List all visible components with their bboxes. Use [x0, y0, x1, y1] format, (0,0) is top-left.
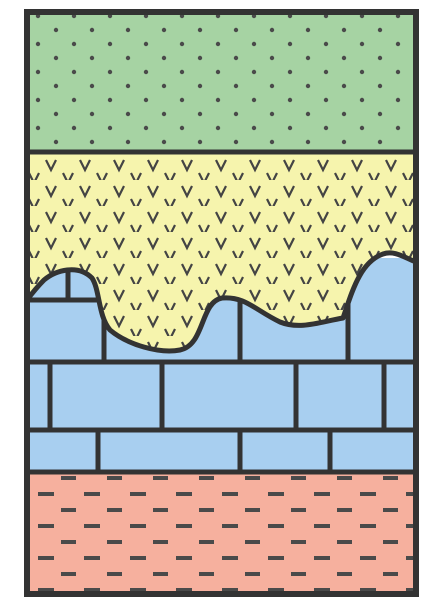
- top-dotted-layer-dots: [27, 12, 416, 152]
- dashed-layer-dashes: [27, 472, 416, 594]
- top-dotted-layer: [27, 12, 416, 152]
- dashed-layer: [27, 472, 416, 594]
